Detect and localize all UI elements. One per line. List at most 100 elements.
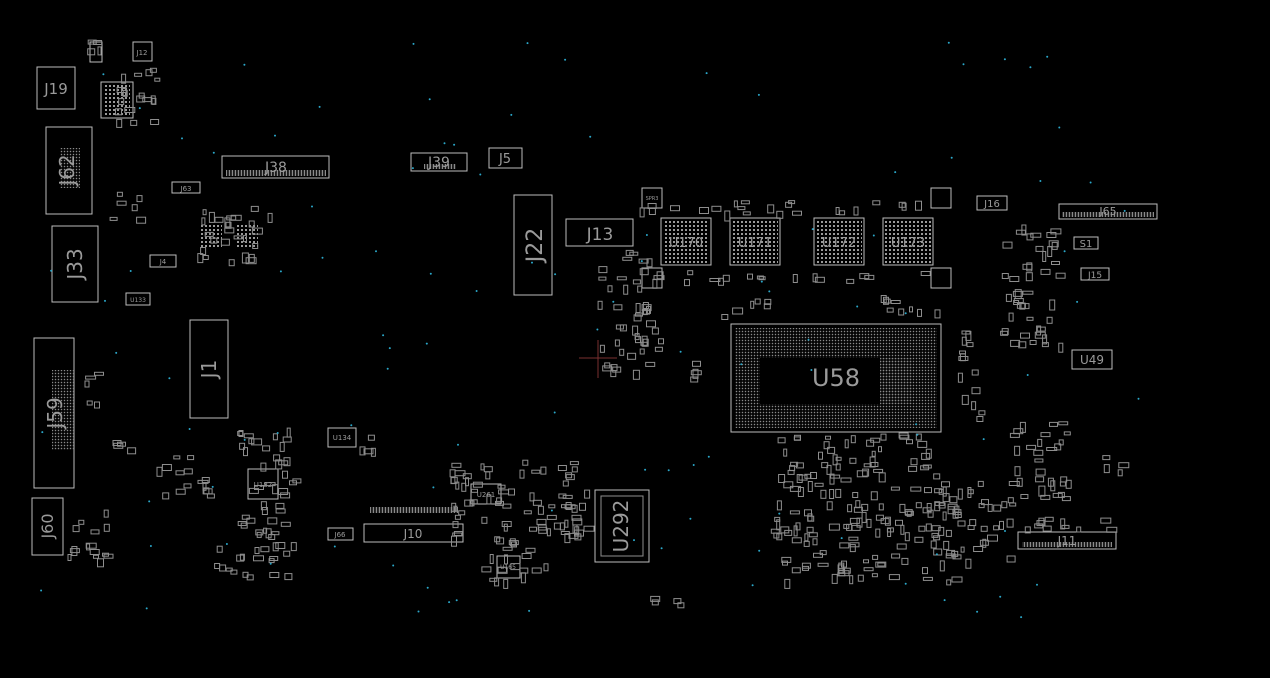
via-dot	[350, 424, 353, 427]
smd-part	[154, 77, 161, 82]
smd-part	[961, 394, 969, 405]
ic-u133[interactable]	[125, 292, 151, 306]
smd-part	[939, 560, 945, 572]
smd-part	[202, 488, 213, 495]
connector-j5[interactable]	[488, 147, 523, 169]
cpu-u58[interactable]	[730, 323, 942, 433]
switch-s1[interactable]	[1073, 236, 1099, 250]
connector-j4[interactable]	[149, 254, 177, 268]
ic-u173[interactable]	[882, 217, 934, 266]
connector-j60[interactable]	[31, 497, 64, 556]
ic-u171[interactable]	[729, 217, 781, 266]
smd-part	[690, 370, 702, 376]
smd-part	[613, 304, 623, 311]
smd-part	[742, 211, 751, 216]
smd-part	[677, 602, 685, 609]
connector-j19[interactable]	[36, 66, 76, 110]
ic-u172[interactable]	[813, 217, 865, 266]
smd-part	[579, 502, 586, 511]
smd-part	[920, 271, 931, 276]
smd-part	[94, 371, 104, 376]
smd-part	[280, 521, 291, 527]
smd-part	[877, 562, 886, 567]
via-dot	[740, 363, 743, 366]
ic-qfn-top-left[interactable]	[100, 81, 134, 119]
smd-part	[519, 469, 525, 479]
smd-part	[1009, 276, 1020, 282]
label-j15: J15	[1087, 271, 1102, 281]
label-j5: J5	[498, 152, 511, 167]
connector-j12[interactable]	[132, 41, 153, 62]
smd-part	[632, 369, 640, 380]
smd-part	[862, 468, 870, 477]
via-dot	[243, 63, 246, 66]
smd-part	[807, 481, 813, 492]
smd-part	[67, 554, 72, 561]
connector-j63[interactable]	[171, 181, 201, 194]
smd-part	[546, 528, 551, 537]
connector-j65[interactable]	[1058, 203, 1158, 220]
smd-part	[253, 555, 264, 562]
smd-part	[901, 557, 909, 565]
smd-part	[790, 461, 799, 467]
smd-part	[820, 489, 827, 499]
smd-part	[906, 510, 912, 517]
smd-part	[254, 547, 260, 554]
smd-part	[115, 108, 122, 116]
smd-part	[784, 529, 793, 536]
smd-part	[504, 554, 508, 565]
connector-j33[interactable]	[51, 225, 99, 303]
smd-part	[243, 447, 248, 457]
smd-part	[1058, 342, 1064, 353]
smd-part	[827, 446, 836, 454]
ic-u49[interactable]	[1071, 349, 1113, 370]
connector-j11[interactable]	[1017, 531, 1117, 550]
smd-part	[789, 510, 800, 515]
smd-part	[776, 500, 782, 511]
smd-part	[973, 546, 984, 552]
smd-part	[94, 401, 100, 409]
smd-part	[1036, 520, 1046, 527]
smd-part	[721, 314, 729, 320]
ic-u292[interactable]	[594, 489, 650, 563]
connector-j16[interactable]	[976, 195, 1008, 211]
smd-part	[1058, 421, 1069, 426]
smd-part	[957, 372, 963, 383]
smd-part	[1001, 501, 1008, 509]
ic-u134[interactable]	[327, 427, 357, 448]
ic-u170[interactable]	[660, 217, 712, 266]
connector-j15[interactable]	[1080, 267, 1110, 281]
connector-j62[interactable]	[45, 126, 93, 215]
smd-part	[156, 466, 163, 477]
label-j60: J60	[38, 513, 57, 539]
smd-part	[103, 523, 110, 532]
smd-part	[363, 448, 374, 455]
smd-part	[197, 479, 209, 484]
via-dot	[856, 305, 859, 308]
via-dot	[448, 601, 451, 604]
smd-part	[532, 499, 542, 506]
smd-part	[1117, 469, 1123, 477]
ic-u182[interactable]	[247, 468, 279, 500]
label-u58: U58	[812, 364, 860, 392]
via-dot	[751, 584, 754, 587]
smd-part	[264, 482, 276, 487]
via-dot	[115, 351, 118, 354]
connector-j10[interactable]	[363, 523, 464, 543]
connector-j13[interactable]	[565, 218, 634, 247]
smd-part	[87, 39, 97, 45]
via-dot	[531, 261, 533, 264]
smd-part	[941, 481, 950, 488]
smd-part	[899, 503, 906, 513]
connector-j22[interactable]	[513, 194, 553, 296]
connector-j66[interactable]	[327, 527, 354, 541]
connector-j38[interactable]	[221, 155, 330, 179]
smd-part	[823, 441, 830, 450]
connector-j1[interactable]	[189, 319, 229, 419]
connector-j39[interactable]	[410, 152, 468, 172]
smd-part	[888, 574, 900, 581]
via-dot	[429, 272, 432, 275]
smd-part	[284, 573, 293, 581]
smd-part	[486, 494, 492, 505]
smd-part	[1051, 261, 1060, 265]
